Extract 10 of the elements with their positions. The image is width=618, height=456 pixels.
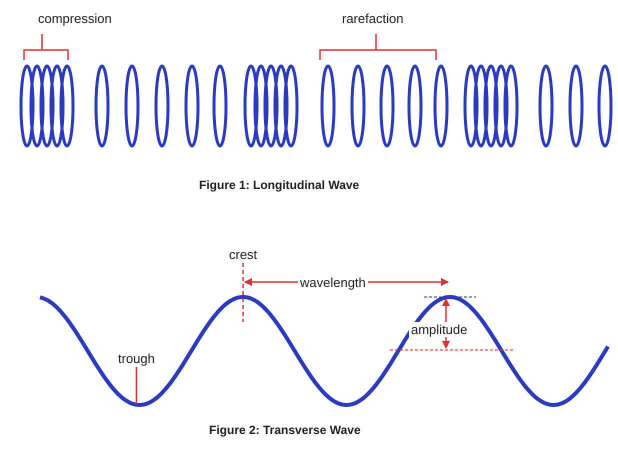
figure-caption: Figure 2: Transverse Wave (209, 423, 361, 438)
label: rarefaction (342, 11, 404, 26)
figure-caption: Figure 1: Longitudinal Wave (199, 178, 360, 193)
leader-line (136, 367, 138, 404)
leader-line (242, 263, 244, 322)
label: crest (229, 247, 258, 262)
dimension-label: wavelength (298, 275, 368, 290)
label: trough (118, 351, 155, 366)
label: compression (38, 11, 112, 26)
dimension-label: amplitude (409, 322, 470, 337)
